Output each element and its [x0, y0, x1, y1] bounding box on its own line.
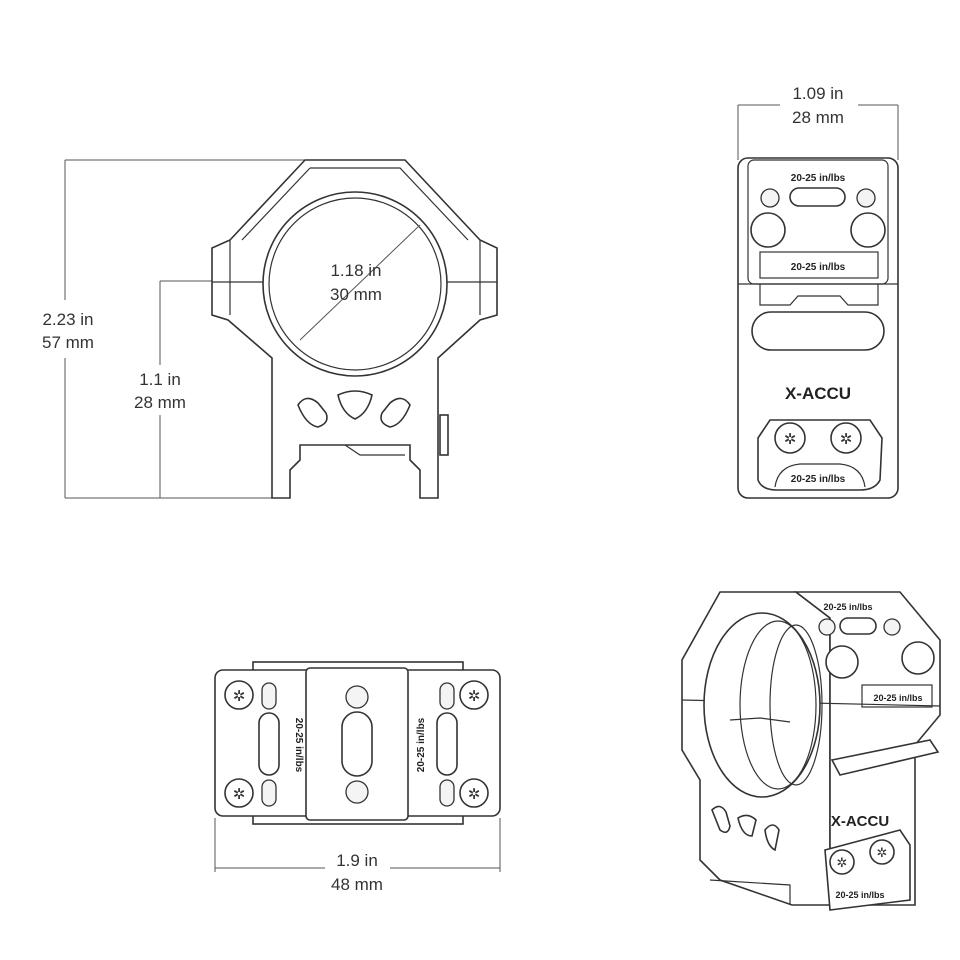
iso-view: 20-25 in/lbs 20-25 in/lbs X-ACCU ✲ ✲ 20-… [681, 591, 941, 911]
ring-bore-inner [268, 197, 442, 371]
center-height-in: 1.1 in [139, 370, 181, 389]
ring-diameter-in: 1.18 in [330, 261, 381, 280]
torx-icon: ✲ [233, 687, 246, 705]
iso-slot-top [839, 617, 877, 635]
top-torx-lb [224, 778, 254, 808]
side-slot-middle [751, 311, 885, 351]
torx-icon: ✲ [784, 430, 797, 448]
top-slot-left [258, 712, 280, 776]
ring-diameter-mm: 30 mm [330, 285, 382, 304]
side-torque-middle: 20-25 in/lbs [791, 262, 846, 273]
side-brand: X-ACCU [785, 384, 851, 403]
side-hole-left [750, 212, 786, 248]
top-center-hole-bottom [345, 780, 369, 804]
top-length-mm: 48 mm [331, 875, 383, 894]
iso-torque-bottom: 20-25 in/lbs [835, 890, 884, 900]
cutout-left [297, 397, 328, 428]
iso-brand: X-ACCU [831, 813, 889, 830]
side-view: 1.09 in 28 mm 20-25 in/lbs 20-25 in/lbs … [737, 84, 899, 499]
side-slot-top [789, 187, 846, 207]
iso-bore [703, 612, 821, 798]
torx-icon: ✲ [837, 856, 848, 871]
side-hole-right [850, 212, 886, 248]
diameter-line [299, 224, 421, 341]
torx-icon: ✲ [877, 846, 888, 861]
front-view: 2.23 in 57 mm 1.1 in 28 mm 1.18 in 30 mm [42, 159, 498, 499]
top-center-slot [341, 711, 373, 777]
torx-icon: ✲ [468, 687, 481, 705]
top-length-in: 1.9 in [336, 851, 378, 870]
side-width-mm: 28 mm [792, 108, 844, 127]
iso-torque-middle: 20-25 in/lbs [873, 693, 922, 703]
side-torque-bottom: 20-25 in/lbs [791, 474, 846, 485]
side-screw-right [856, 188, 876, 208]
ring-bore-outer [262, 191, 448, 377]
top-torque-right: 20-25 in/lbs [416, 717, 427, 772]
iso-hole-left [825, 645, 859, 679]
top-torx-rb [459, 778, 489, 808]
top-slot-right [436, 712, 458, 776]
cutout-right [380, 397, 411, 428]
top-view: ✲ ✲ 20-25 in/lbs ✲ ✲ 20-25 in/lbs 1.9 in… [214, 661, 501, 894]
side-torx-right [830, 422, 862, 454]
side-width-in: 1.09 in [792, 84, 843, 103]
torx-icon: ✲ [840, 430, 853, 448]
center-height-mm: 28 mm [134, 393, 186, 412]
iso-hole-right [901, 641, 935, 675]
side-torque-top: 20-25 in/lbs [791, 173, 846, 184]
side-screw [439, 414, 449, 456]
iso-torque-top: 20-25 in/lbs [823, 602, 872, 612]
total-height-mm: 57 mm [42, 333, 94, 352]
top-torx-lt [224, 680, 254, 710]
side-torx-left [774, 422, 806, 454]
iso-slot-middle [830, 739, 940, 776]
side-screw-left [760, 188, 780, 208]
top-torx-rt [459, 680, 489, 710]
top-torque-left: 20-25 in/lbs [293, 718, 304, 773]
total-height-in: 2.23 in [42, 310, 93, 329]
top-center-hole-top [345, 685, 369, 709]
torx-icon: ✲ [468, 785, 481, 803]
cutout-center [337, 390, 373, 420]
torx-icon: ✲ [233, 785, 246, 803]
